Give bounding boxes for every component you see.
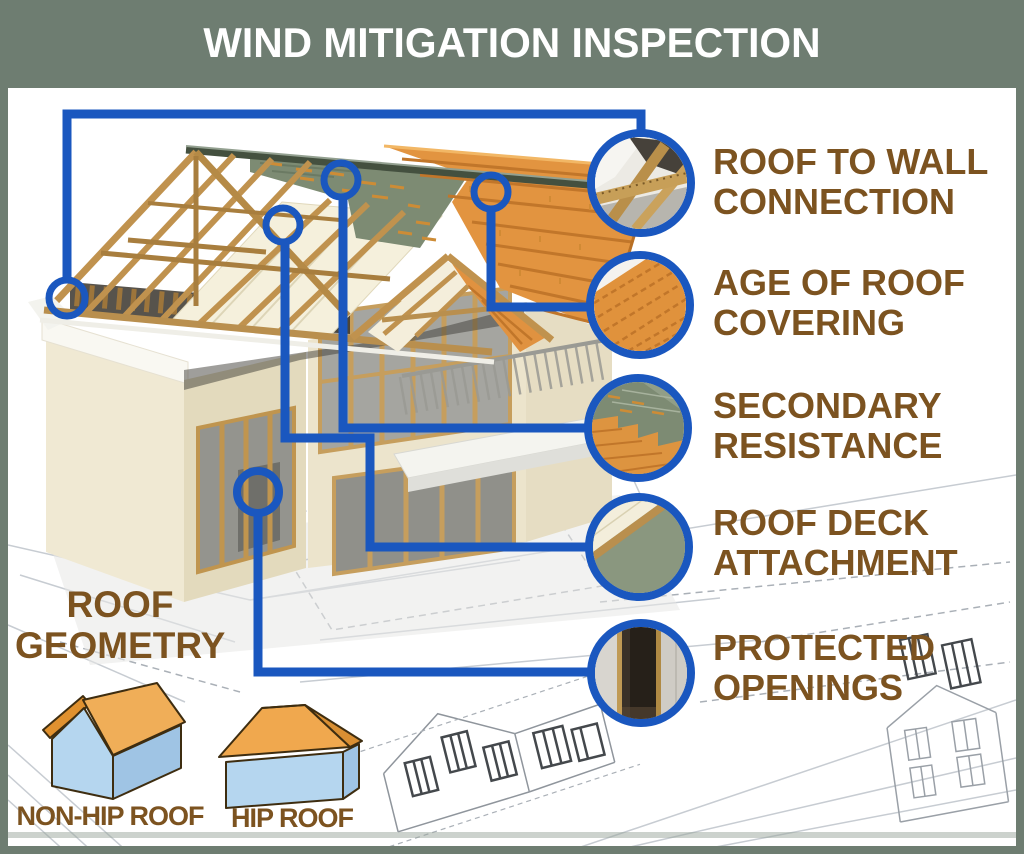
connector-protected	[253, 513, 591, 677]
non-hip-roof-icon	[42, 682, 186, 800]
page-title: WIND MITIGATION INSPECTION	[203, 19, 821, 66]
label-line: SECONDARY	[713, 385, 942, 426]
label-secondary-resistance: SECONDARY RESISTANCE	[713, 386, 942, 466]
roof-geometry-title-line: ROOF	[66, 584, 174, 625]
callout-circle-roof-to-wall	[587, 129, 695, 237]
house-illustration	[28, 144, 648, 602]
roof-truss-corner-icon	[595, 137, 687, 229]
elevation-drawing	[360, 667, 641, 846]
label-line: AGE OF ROOF	[713, 262, 965, 303]
label-line: PROTECTED	[713, 627, 936, 668]
window-grid-drawings	[898, 632, 982, 690]
label-line: ATTACHMENT	[713, 542, 958, 583]
label-roof-deck-attachment: ROOF DECK ATTACHMENT	[713, 503, 958, 583]
roof-deck-layers-icon	[593, 501, 685, 593]
label-line: RESISTANCE	[713, 425, 943, 466]
eave-board	[28, 296, 495, 365]
label-line: CONNECTION	[713, 181, 955, 222]
underlayment-icon	[592, 382, 684, 474]
hip-roof-label: HIP ROOF	[230, 803, 354, 833]
marker-protected	[233, 467, 283, 517]
connector-age-of-roof	[486, 209, 590, 312]
roof-sheathing-green	[250, 155, 468, 248]
dark-door-opening-icon	[595, 627, 687, 719]
connector-lines	[62, 109, 646, 677]
connector-roof-deck	[280, 242, 589, 552]
label-protected-openings: PROTECTED OPENINGS	[713, 628, 935, 708]
connector-secondary	[338, 197, 588, 433]
callout-circle-roof-deck	[585, 493, 693, 601]
hip-roof-icon	[218, 704, 363, 809]
callout-circle-protected	[587, 619, 695, 727]
label-line: ROOF DECK	[713, 502, 929, 543]
label-age-of-roof-covering: AGE OF ROOF COVERING	[713, 263, 965, 343]
label-line: OPENINGS	[713, 667, 904, 708]
header-band: WIND MITIGATION INSPECTION	[0, 0, 1024, 88]
marker-secondary	[320, 159, 362, 201]
label-line: COVERING	[713, 302, 906, 343]
ridge-cap	[185, 145, 647, 194]
elevation-drawing-right	[886, 684, 1010, 823]
label-roof-to-wall-connection: ROOF TO WALL CONNECTION	[713, 142, 988, 222]
marker-age-of-roof	[470, 171, 512, 213]
marker-rings	[45, 159, 512, 517]
label-line: ROOF TO WALL	[713, 141, 989, 182]
roof-geometry-title: ROOF GEOMETRY	[15, 584, 225, 666]
orange-tile-roof-icon	[594, 259, 686, 351]
marker-roof-deck	[262, 204, 304, 246]
roof-geometry-title-line: GEOMETRY	[15, 625, 226, 666]
callout-circle-secondary	[584, 374, 692, 482]
non-hip-roof-label: NON-HIP ROOF	[16, 801, 204, 831]
callout-circle-age-of-roof	[586, 251, 694, 359]
scene-illustration	[8, 109, 1016, 846]
connector-roof-to-wall	[62, 109, 646, 279]
marker-roof-to-wall	[45, 276, 89, 320]
